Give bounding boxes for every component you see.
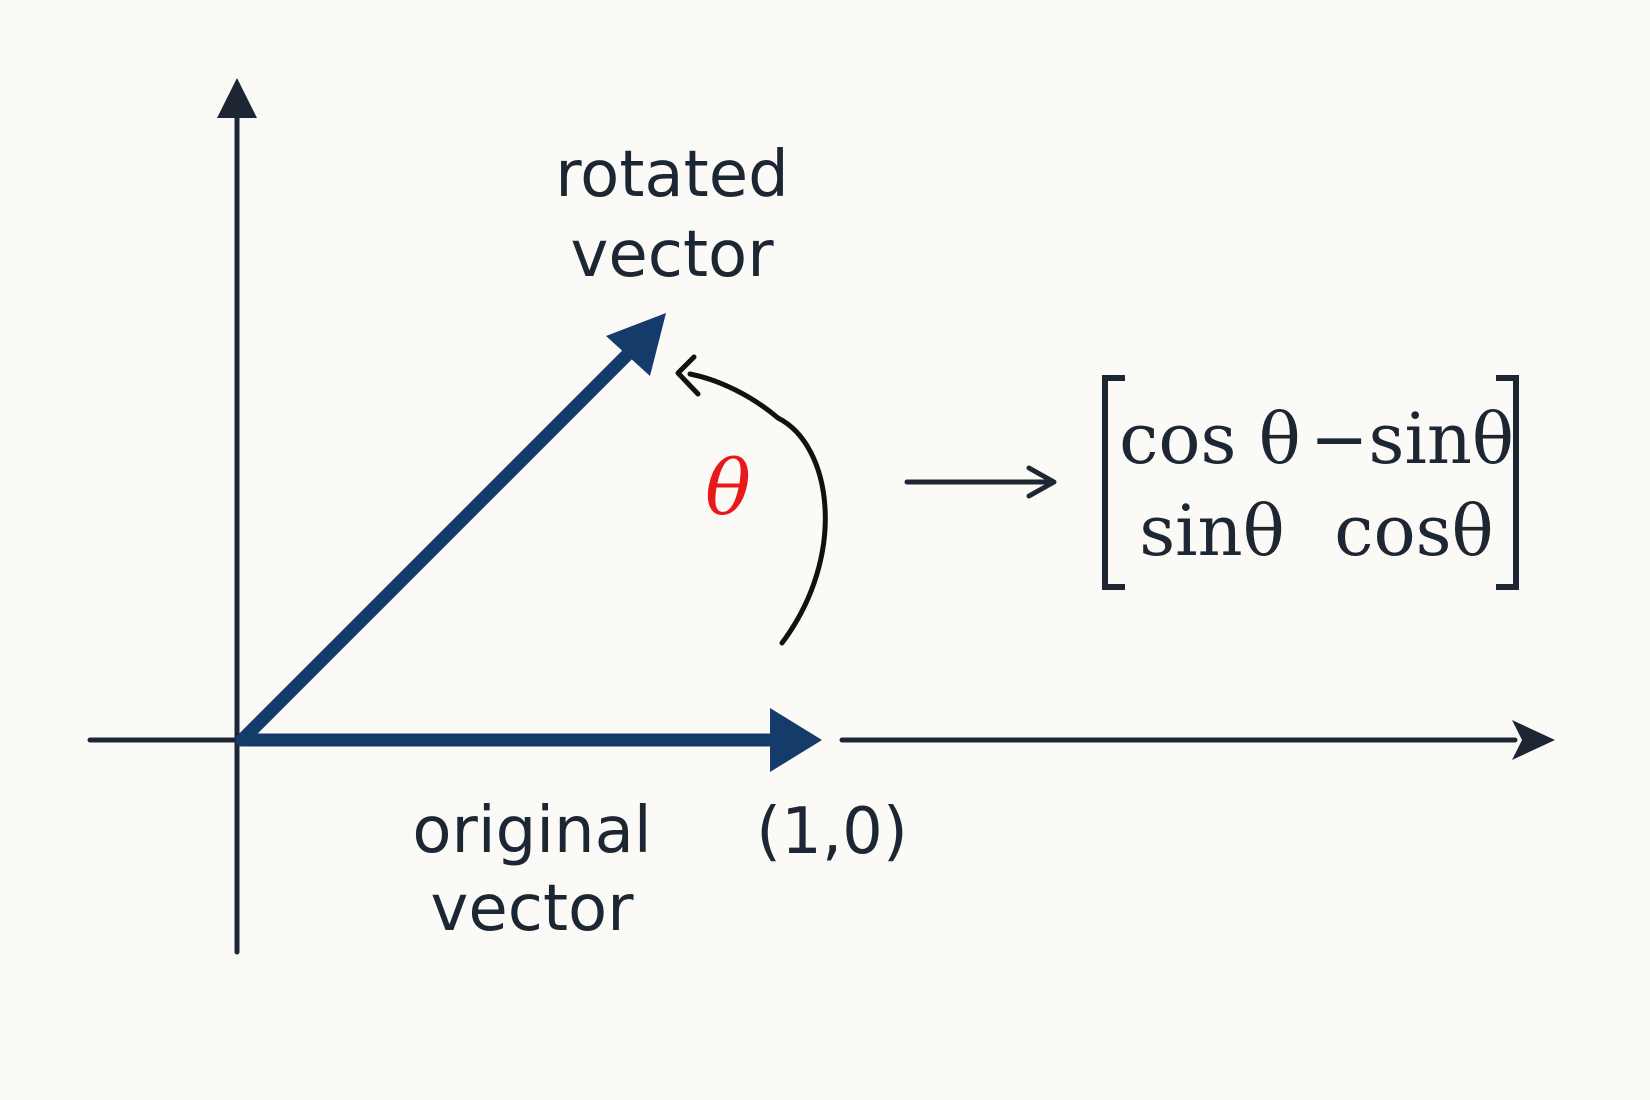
x-axis-arrowhead [1512, 720, 1555, 760]
original-vector-label-line1: original [412, 794, 651, 868]
angle-theta-label: θ [705, 443, 751, 532]
point-label: (1,0) [756, 795, 908, 869]
matrix-pointer-head [1026, 465, 1057, 499]
matrix-pointer-arrow [904, 465, 1057, 499]
rotated-vector [235, 313, 666, 747]
matrix-right-bracket [1496, 375, 1519, 590]
rotation-arc-arrowhead [675, 354, 701, 397]
matrix-left-bracket [1102, 375, 1125, 590]
y-axis-arrowhead [217, 78, 257, 118]
original-vector-arrowhead [770, 708, 822, 772]
rotation-arc [675, 354, 828, 646]
matrix-cell-r1c2: −sinθ [1310, 398, 1514, 480]
rotated-vector-shaft [235, 347, 635, 747]
original-vector [235, 708, 822, 772]
matrix-cell-r2c2: cosθ [1334, 490, 1493, 572]
rotated-vector-arrowhead [606, 313, 666, 376]
rotated-vector-label-line1: rotated [555, 138, 788, 212]
rotation-arc-curve [687, 371, 828, 646]
rotation-matrix: cos θ −sinθ sinθ cosθ [1102, 375, 1519, 590]
original-vector-label-line2: vector [431, 872, 635, 946]
rotated-vector-label-line2: vector [571, 218, 775, 292]
axes [87, 78, 1555, 955]
matrix-cell-r1c1: cos θ [1119, 398, 1301, 480]
matrix-cell-r2c1: sinθ [1139, 490, 1285, 572]
